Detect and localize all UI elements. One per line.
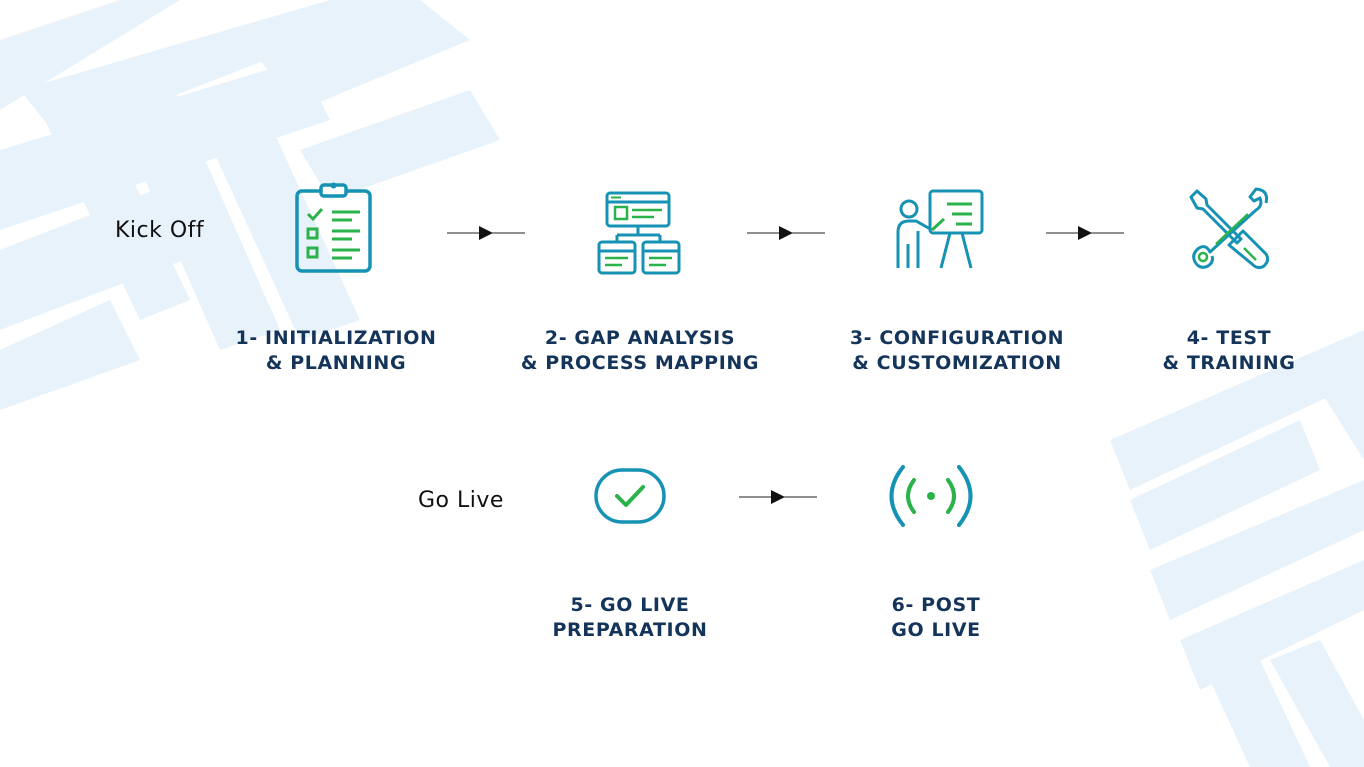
step-1-title: 1- INITIALIZATION [235,327,437,349]
broadcast-signal-icon [889,465,973,527]
arrow-5-to-6 [739,490,817,504]
checkmark-badge-icon [594,468,666,524]
wrench-screwdriver-icon [1189,187,1270,270]
arrow-2-to-3 [747,226,825,240]
step-6-title: 6- POST [891,594,981,616]
step-3-title: 3- CONFIGURATION [849,327,1065,349]
step-1-label: 1- INITIALIZATION & PLANNING [236,326,437,376]
step-4-label: 4- TEST & TRAINING [1162,326,1295,376]
kick-off-label: Kick Off [115,218,205,243]
step-2-subtitle: & PROCESS MAPPING [520,352,760,374]
process-diagram-icon [597,191,681,275]
go-live-label: Go Live [418,488,504,513]
step-6-label: 6- POST GO LIVE [891,593,980,643]
step-6-subtitle: GO LIVE [891,619,981,641]
clipboard-checklist-icon [295,182,372,273]
step-3-label: 3- CONFIGURATION & CUSTOMIZATION [850,326,1064,376]
arrow-3-to-4 [1046,226,1124,240]
step-3-subtitle: & CUSTOMIZATION [852,352,1062,374]
step-2-title: 2- GAP ANALYSIS [544,327,736,349]
arrow-1-to-2 [447,226,525,240]
step-4-title: 4- TEST [1186,327,1272,349]
step-2-label: 2- GAP ANALYSIS & PROCESS MAPPING [521,326,759,376]
step-5-subtitle: PREPARATION [552,619,708,641]
step-5-label: 5- GO LIVE PREPARATION [553,593,708,643]
presentation-board-icon [896,189,984,269]
step-5-title: 5- GO LIVE [570,594,690,616]
step-4-subtitle: & TRAINING [1162,352,1296,374]
step-1-subtitle: & PLANNING [265,352,407,374]
